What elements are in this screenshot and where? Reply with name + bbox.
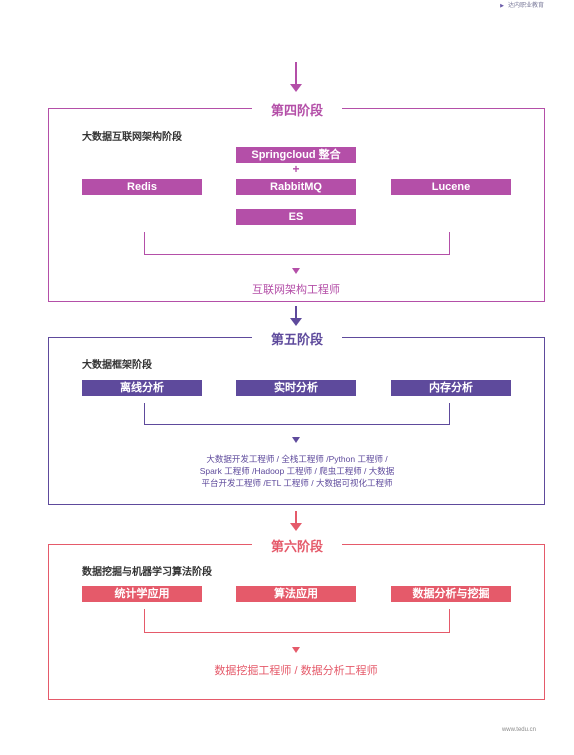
lucene-pill: Lucene (391, 179, 511, 195)
stage5-bracket-bottom (144, 424, 450, 425)
stage5-title: 第五阶段 (252, 329, 342, 348)
stage6-down-icon (292, 647, 300, 653)
stage5-arrow-head-icon (290, 318, 302, 326)
stage5-arrow-line (295, 306, 297, 320)
top-arrow-line (295, 62, 297, 86)
stage4-result: 互联网架构工程师 (252, 284, 340, 296)
top-arrow-head-icon (290, 84, 302, 92)
memory-analysis-pill: 内存分析 (391, 380, 511, 396)
stage6-bracket-bottom (144, 632, 450, 633)
stage4-section-label: 大数据互联网架构阶段 (82, 132, 182, 143)
stage6-arrow-head-icon (290, 523, 302, 531)
stage5-down-icon (292, 437, 300, 443)
stage5-result: 大数据开发工程师 / 全栈工程师 /Python 工程师 / Spark 工程师… (160, 453, 434, 489)
stage5-section-label: 大数据框架阶段 (82, 360, 152, 371)
stage4-bracket-right (449, 232, 450, 255)
stage5-result-line-2: Spark 工程师 /Hadoop 工程师 / 爬虫工程师 / 大数据 (199, 466, 395, 476)
triangle-bullet-icon: ▶ (500, 3, 504, 9)
rabbitmq-pill: RabbitMQ (236, 179, 356, 195)
realtime-analysis-pill: 实时分析 (236, 380, 356, 396)
offline-analysis-pill: 离线分析 (82, 380, 202, 396)
es-pill: ES (236, 209, 356, 225)
stage5-bracket-right (449, 403, 450, 425)
stage5-result-line-3: 平台开发工程师 /ETL 工程师 / 大数据可视化工程师 (201, 478, 393, 488)
plus-sign: + (292, 162, 300, 176)
springcloud-pill: Springcloud 整合 (236, 147, 356, 163)
stage4-down-icon (292, 268, 300, 274)
statistics-pill: 统计学应用 (82, 586, 202, 602)
data-mining-pill: 数据分析与挖掘 (391, 586, 511, 602)
redis-pill: Redis (82, 179, 202, 195)
page-header: ▶达内职业教育 (500, 0, 544, 9)
header-text: 达内职业教育 (507, 3, 544, 9)
stage5-result-line-1: 大数据开发工程师 / 全栈工程师 /Python 工程师 / (206, 454, 388, 464)
algorithm-pill: 算法应用 (236, 586, 356, 602)
stage4-bracket-left (144, 232, 145, 255)
stage4-title: 第四阶段 (252, 100, 342, 119)
stage4-bracket-bottom (144, 254, 450, 255)
stage6-arrow-line (295, 511, 297, 525)
stage6-bracket-right (449, 609, 450, 633)
stage5-bracket-left (144, 403, 145, 425)
stage6-title: 第六阶段 (252, 536, 342, 555)
footer-url: www.tedu.cn (501, 727, 536, 733)
stage6-result: 数据挖掘工程师 / 数据分析工程师 (214, 665, 378, 677)
stage6-section-label: 数据挖掘与机器学习算法阶段 (82, 567, 212, 578)
stage6-bracket-left (144, 609, 145, 633)
